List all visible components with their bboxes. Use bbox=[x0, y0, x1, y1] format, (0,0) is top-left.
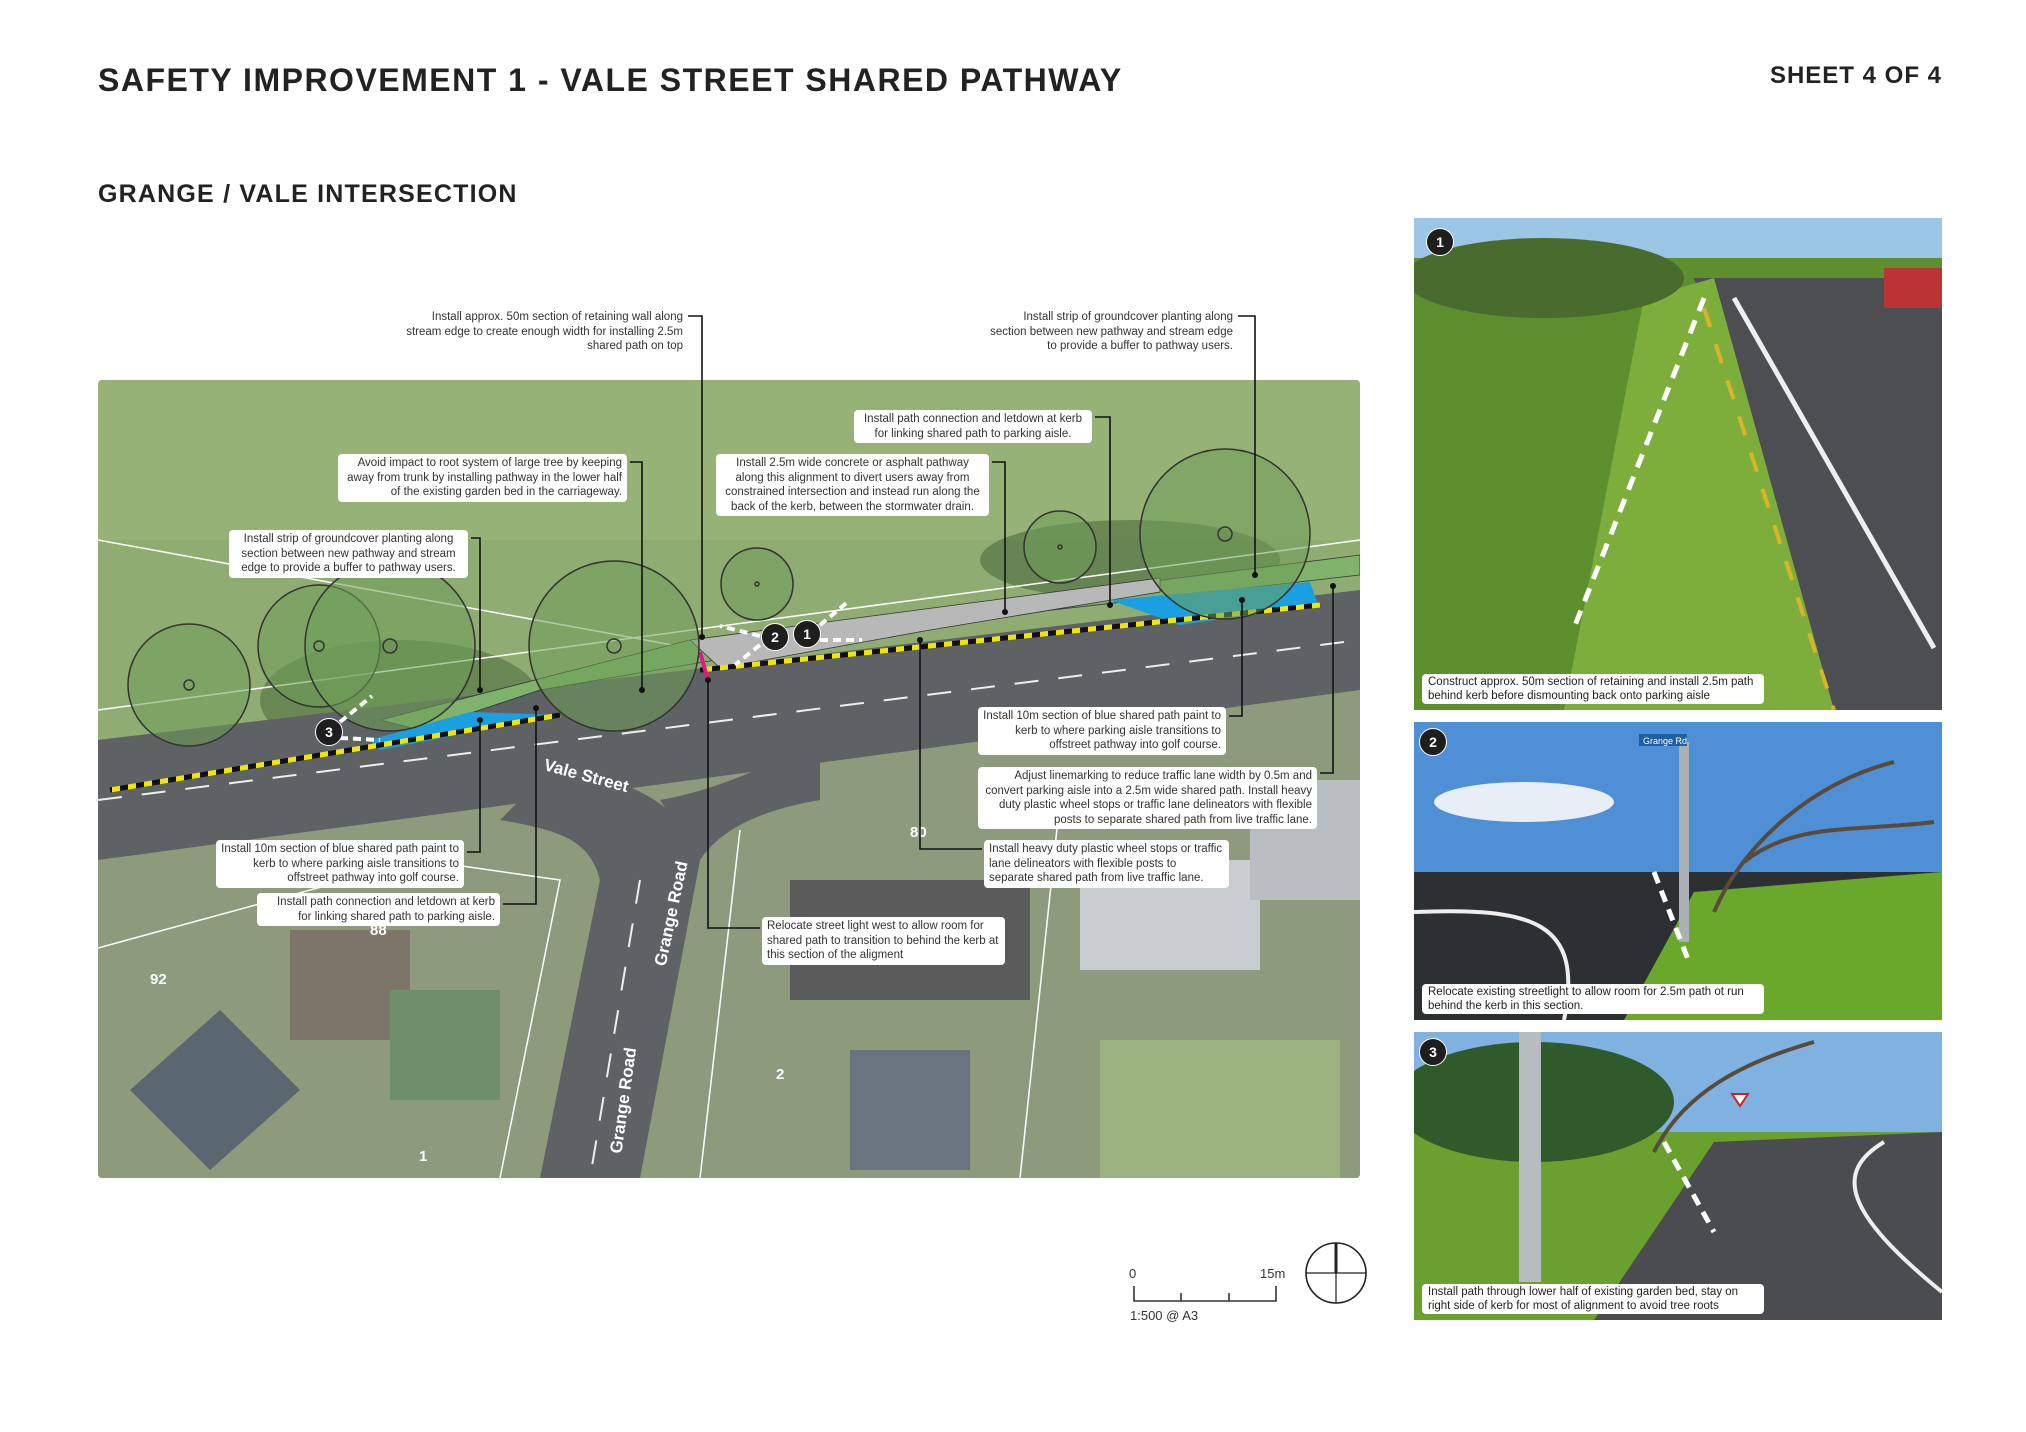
section-title: GRANGE / VALE INTERSECTION bbox=[98, 180, 518, 208]
tree-canopy bbox=[304, 560, 476, 732]
street-sign: Grange Rd bbox=[1643, 736, 1687, 746]
photo-1: 1 Construct approx. 50m section of retai… bbox=[1414, 218, 1942, 710]
photo-number: 2 bbox=[1419, 728, 1447, 756]
scale-ratio: 1:500 @ A3 bbox=[1130, 1308, 1199, 1323]
photo-number: 1 bbox=[1426, 228, 1454, 256]
tree-canopy bbox=[127, 623, 251, 747]
callout-relocate-light: Relocate street light west to allow room… bbox=[762, 917, 1005, 965]
house bbox=[390, 990, 500, 1100]
marker-1: 1 bbox=[793, 620, 821, 648]
callout-path-connection-left: Install path connection and letdown at k… bbox=[257, 893, 500, 926]
house bbox=[130, 1010, 300, 1170]
callout-linemarking: Adjust linemarking to reduce traffic lan… bbox=[978, 767, 1317, 829]
photo-caption: Relocate existing streetlight to allow r… bbox=[1422, 984, 1764, 1014]
photo-2: Grange Rd 2 Relocate existing streetligh… bbox=[1414, 722, 1942, 1020]
scale-end: 15m bbox=[1260, 1266, 1286, 1281]
photo-caption: Install path through lower half of exist… bbox=[1422, 1284, 1764, 1314]
street-light-relocation bbox=[698, 651, 710, 681]
vale-street-road bbox=[98, 590, 1360, 860]
tree-canopy bbox=[1023, 510, 1097, 584]
callout-groundcover-left: Install strip of groundcover planting al… bbox=[229, 530, 468, 578]
callout-retaining-wall: Install approx. 50m section of retaining… bbox=[406, 311, 683, 352]
marker-2: 2 bbox=[761, 623, 789, 651]
property-number: 2 bbox=[776, 1066, 784, 1083]
tree-canopy bbox=[720, 547, 794, 621]
sheet-number: SHEET 4 OF 4 bbox=[1769, 62, 1942, 89]
callout-groundcover-right: Install strip of groundcover planting al… bbox=[990, 311, 1233, 352]
photo-3: 3 Install path through lower half of exi… bbox=[1414, 1032, 1942, 1320]
page-title: SAFETY IMPROVEMENT 1 - VALE STREET SHARE… bbox=[98, 62, 1123, 98]
photo-number: 3 bbox=[1419, 1038, 1447, 1066]
property-number: 80 bbox=[910, 824, 927, 841]
callout-path-connection-right: Install path connection and letdown at k… bbox=[854, 410, 1092, 443]
callout-wheel-stops: Install heavy duty plastic wheel stops o… bbox=[984, 840, 1229, 888]
property-number: 1 bbox=[419, 1148, 427, 1165]
house bbox=[850, 1050, 970, 1170]
delineators bbox=[109, 712, 561, 793]
north-arrow-icon bbox=[1305, 1242, 1367, 1304]
callout-blue-paint-right: Install 10m section of blue shared path … bbox=[978, 707, 1226, 755]
grange-road bbox=[500, 760, 700, 1178]
marker-3: 3 bbox=[315, 718, 343, 746]
scale-bar bbox=[1133, 1286, 1277, 1302]
tree-canopy bbox=[528, 560, 700, 732]
scale-zero: 0 bbox=[1129, 1266, 1137, 1281]
photo-caption: Construct approx. 50m section of retaini… bbox=[1422, 674, 1764, 704]
property-number: 88 bbox=[370, 922, 387, 939]
tree-canopy bbox=[1139, 448, 1311, 620]
callout-blue-paint-left: Install 10m section of blue shared path … bbox=[216, 840, 464, 888]
callout-avoid-root: Avoid impact to root system of large tre… bbox=[338, 454, 627, 502]
callout-pathway: Install 2.5m wide concrete or asphalt pa… bbox=[716, 454, 989, 516]
property-number: 92 bbox=[150, 971, 167, 988]
